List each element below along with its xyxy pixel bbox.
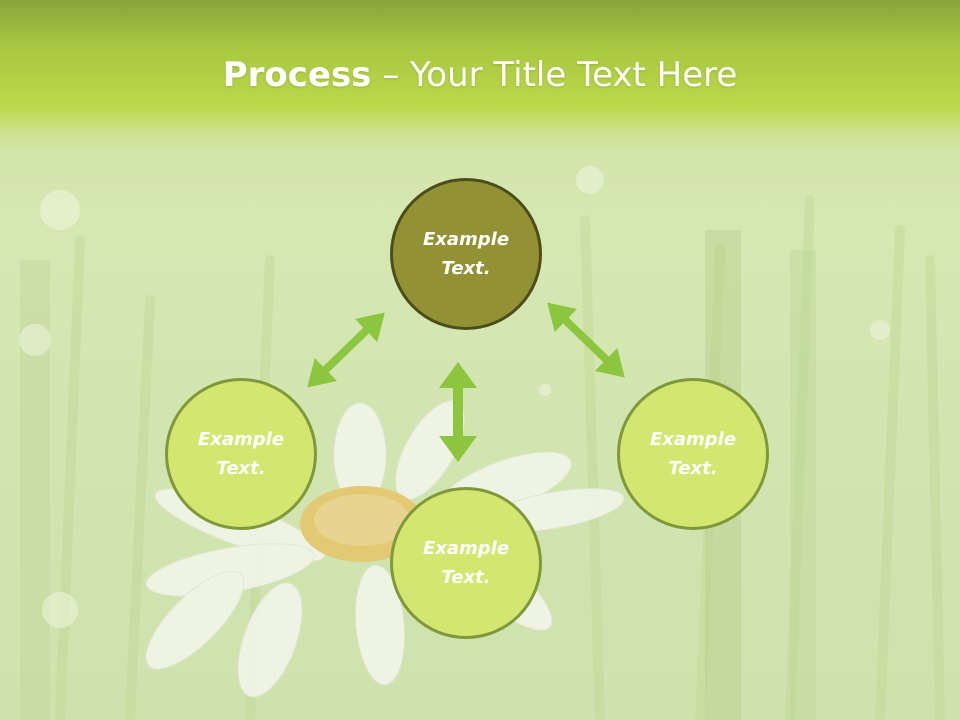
node-right-label: Example Text. (633, 425, 753, 483)
node-right-line1: Example (649, 429, 737, 450)
node-right: Example Text. (617, 378, 769, 530)
node-top: Example Text. (390, 178, 542, 330)
node-top-label: Example Text. (406, 225, 526, 283)
node-top-line2: Text. (441, 258, 491, 279)
node-left-label: Example Text. (181, 425, 301, 483)
node-left: Example Text. (165, 378, 317, 530)
node-right-line2: Text. (668, 458, 718, 479)
title-bold: Process (222, 55, 372, 95)
double-arrow-left (307, 312, 385, 388)
node-bottom-line2: Text. (441, 567, 491, 588)
node-left-line1: Example (197, 429, 285, 450)
node-top-line1: Example (422, 229, 510, 250)
title-banner (0, 0, 960, 150)
node-bottom-line1: Example (422, 538, 510, 559)
title-rest: – Your Title Text Here (371, 55, 738, 95)
node-bottom: Example Text. (390, 487, 542, 639)
slide-title: Process – Your Title Text Here (0, 52, 960, 98)
double-arrow-right (547, 302, 625, 378)
node-bottom-label: Example Text. (406, 534, 526, 592)
double-arrow-center (439, 362, 477, 462)
node-left-line2: Text. (216, 458, 266, 479)
